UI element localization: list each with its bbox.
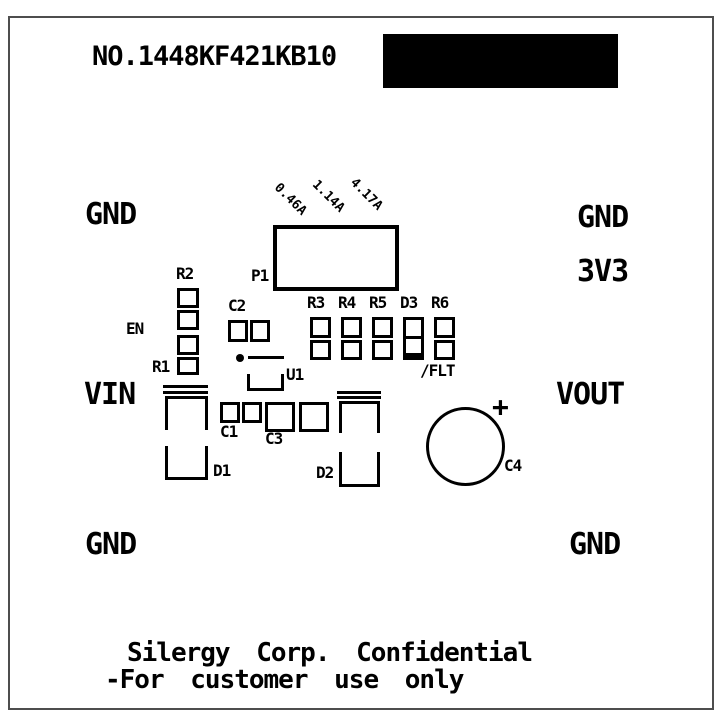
c1-refdes-label: C1 (220, 422, 238, 441)
u1-pin1-dot (236, 354, 244, 362)
c3-outline-left (265, 402, 295, 432)
c4-outline-circle (426, 407, 505, 486)
r4-outline-bottom (341, 340, 362, 360)
board-number-label: NO.1448KF421KB10 (92, 41, 337, 72)
d1-outline-top (165, 396, 208, 430)
r4-refdes-label: R4 (338, 293, 356, 312)
footer-line-1: Silergy Corp. Confidential (127, 638, 533, 668)
d3-mid-divider (403, 336, 424, 339)
d3-refdes-label: D3 (400, 293, 418, 312)
r4-outline-top (341, 317, 362, 338)
c2-outline-right (250, 320, 270, 342)
r6-outline-top (434, 317, 455, 338)
board-outline-frame (8, 16, 714, 710)
d2-outline-bottom (339, 452, 380, 487)
c1-outline-left (220, 402, 240, 423)
redaction-box (383, 34, 618, 88)
r6-outline-bottom (434, 340, 455, 360)
r3-outline-bottom (310, 340, 331, 360)
r1-outline-bottom (177, 357, 199, 375)
d1-cathode-band-2 (163, 391, 208, 394)
c1-outline-right (242, 402, 262, 423)
d2-refdes-label: D2 (316, 463, 334, 482)
flt-signal-label: /FLT (420, 361, 456, 380)
r3-outline-top (310, 317, 331, 338)
p1-connector-outline (273, 225, 399, 291)
d2-outline-top (339, 401, 380, 433)
r2-refdes-label: R2 (176, 264, 194, 283)
c4-refdes-label: C4 (504, 456, 522, 475)
r6-refdes-label: R6 (431, 293, 449, 312)
c3-refdes-label: C3 (265, 429, 283, 448)
terminal-gnd-top-right: GND (577, 200, 629, 235)
terminal-gnd-bottom-left: GND (85, 527, 137, 562)
u1-top-edge (248, 356, 284, 359)
d2-cathode-band-1 (337, 391, 381, 394)
terminal-3v3: 3V3 (577, 254, 629, 289)
d1-refdes-label: D1 (213, 461, 231, 480)
terminal-vin: VIN (84, 377, 136, 412)
d3-cathode-bar (403, 353, 424, 360)
r2-outline-bottom (177, 310, 199, 330)
r1-refdes-label: R1 (152, 357, 170, 376)
terminal-vout: VOUT (556, 377, 625, 412)
footer-line-2: -For customer use only (105, 665, 464, 695)
r5-refdes-label: R5 (369, 293, 387, 312)
d1-outline-bottom (165, 446, 208, 480)
r5-outline-bottom (372, 340, 393, 360)
c2-outline-left (228, 320, 248, 342)
c3-outline-right (299, 402, 329, 432)
u1-bottom-bracket (247, 374, 284, 391)
c4-plus-mark: + (492, 390, 509, 423)
r1-outline-top (177, 335, 199, 355)
r2-outline-top (177, 288, 199, 308)
c2-refdes-label: C2 (228, 296, 246, 315)
terminal-gnd-top-left: GND (85, 197, 137, 232)
en-signal-label: EN (126, 319, 144, 338)
r5-outline-top (372, 317, 393, 338)
terminal-gnd-bottom-right: GND (569, 527, 621, 562)
p1-refdes-label: P1 (251, 266, 269, 285)
u1-refdes-label: U1 (286, 365, 304, 384)
d2-cathode-band-2 (337, 396, 381, 399)
r3-refdes-label: R3 (307, 293, 325, 312)
d1-cathode-band-1 (163, 385, 208, 388)
